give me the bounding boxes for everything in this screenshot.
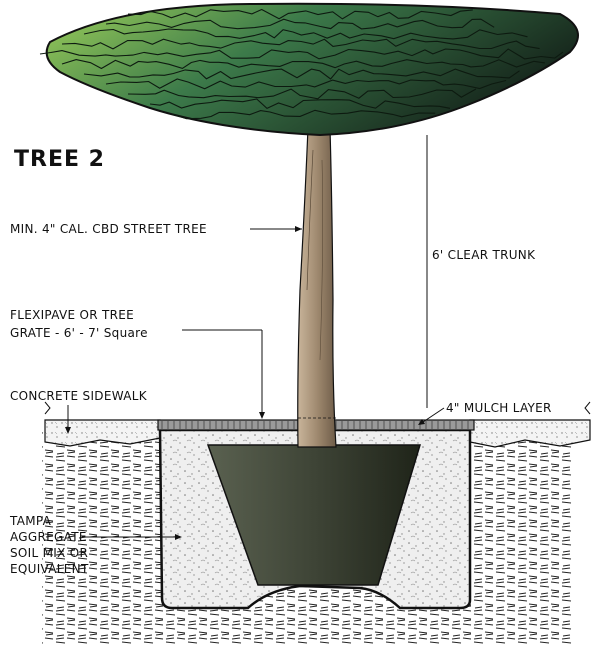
grate-label-line1: FLEXIPAVE OR TREE (10, 308, 134, 322)
grate-label-line2: GRATE - 6' - 7' Square (10, 326, 148, 340)
clear-trunk-label: 6' CLEAR TRUNK (432, 248, 536, 262)
street-tree-leader (250, 226, 302, 232)
sidewalk-leader (65, 405, 71, 434)
mulch-leader (418, 407, 445, 425)
soil-leader (82, 534, 182, 540)
tree-canopy (39, 2, 579, 137)
street-tree-label: MIN. 4" CAL. CBD STREET TREE (10, 222, 207, 236)
soil-label-line3: SOIL MIX OR (10, 546, 88, 560)
sidewalk-label: CONCRETE SIDEWALK (10, 389, 148, 403)
soil-label-line1: TAMPA (9, 514, 52, 528)
diagram-title: TREE 2 (14, 147, 105, 172)
soil-label-line4: EQUIVALENT (10, 562, 89, 576)
tree-trunk (297, 127, 337, 448)
soil-label-line2: AGGREGATE (10, 530, 87, 544)
grate-leader (182, 329, 265, 419)
root-ball (206, 444, 422, 586)
concrete-sidewalk (44, 401, 591, 448)
mulch-label: 4" MULCH LAYER (446, 401, 552, 415)
